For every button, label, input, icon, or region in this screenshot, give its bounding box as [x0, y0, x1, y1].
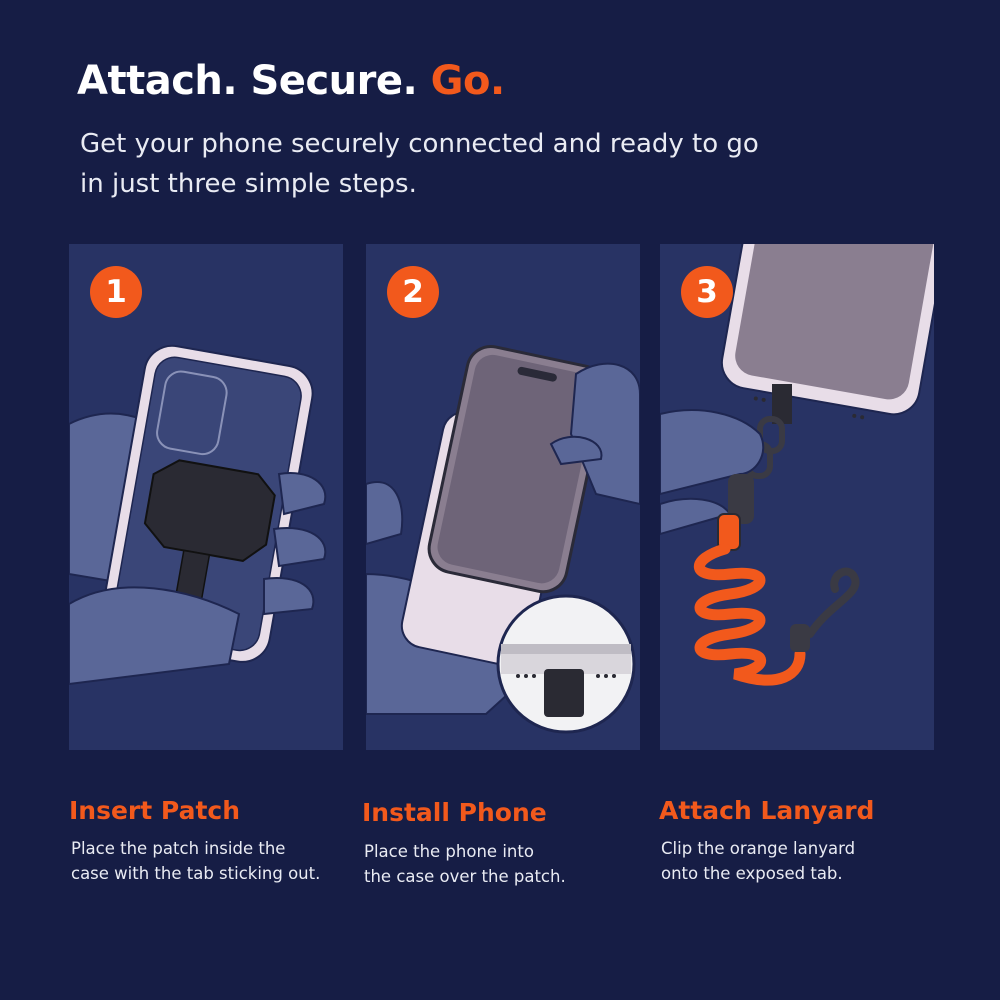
step-3-badge: 3	[681, 266, 733, 318]
step-3-title: Attach Lanyard	[659, 796, 875, 825]
step-2-title: Install Phone	[362, 798, 547, 827]
step-1-description: Place the patch inside the case with the…	[71, 839, 321, 883]
page-headline: Attach. Secure. Go.	[77, 58, 505, 104]
page-subheadline: Get your phone securely connected and re…	[80, 129, 759, 199]
step-2-description: Place the phone into the case over the p…	[364, 842, 566, 886]
headline-text: Attach. Secure.	[77, 58, 418, 104]
attach-lanyard-illustration	[660, 244, 934, 686]
step-3-illustration: 3	[660, 244, 934, 750]
step-3-description: Clip the orange lanyard onto the exposed…	[661, 839, 856, 883]
step-1-title: Insert Patch	[69, 796, 241, 825]
step-2-illustration: 2	[366, 244, 640, 750]
headline-accent: Go.	[430, 58, 506, 104]
step-2-badge: 2	[387, 266, 439, 318]
step-1-illustration: 1	[69, 244, 343, 750]
insert-patch-illustration	[69, 344, 327, 686]
step-1-badge: 1	[90, 266, 142, 318]
install-phone-illustration	[366, 345, 640, 734]
